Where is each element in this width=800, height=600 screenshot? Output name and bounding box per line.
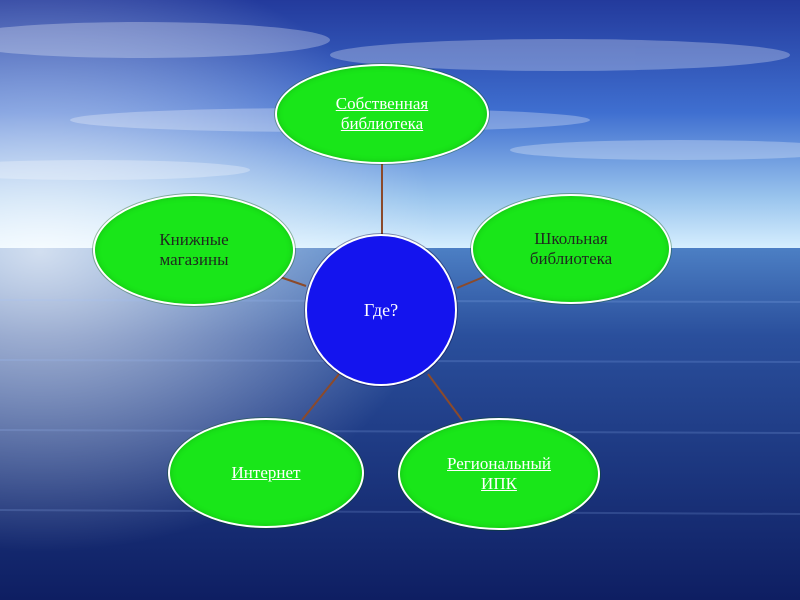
node-bookstores-label: Книжные магазины [159, 230, 229, 269]
hub-label: Где? [363, 300, 399, 320]
connector-internet [301, 373, 340, 421]
node-regional-ipk-label[interactable]: Региональный ИПК [447, 454, 551, 493]
node-school-library: Школьная библиотека [471, 194, 671, 304]
node-internet[interactable]: Интернет [168, 418, 364, 528]
node-bookstores: Книжные магазины [93, 194, 295, 306]
connector-school-library [456, 275, 487, 289]
node-own-library[interactable]: Собственная библиотека [275, 64, 489, 164]
connector-bookstores [279, 276, 307, 287]
hub-node: Где? [305, 234, 457, 386]
node-internet-label[interactable]: Интернет [231, 463, 301, 482]
connector-regional-ipk [427, 373, 463, 421]
node-regional-ipk[interactable]: Региональный ИПК [398, 418, 600, 530]
node-own-library-label[interactable]: Собственная библиотека [335, 94, 429, 133]
node-school-library-label: Школьная библиотека [529, 229, 613, 268]
